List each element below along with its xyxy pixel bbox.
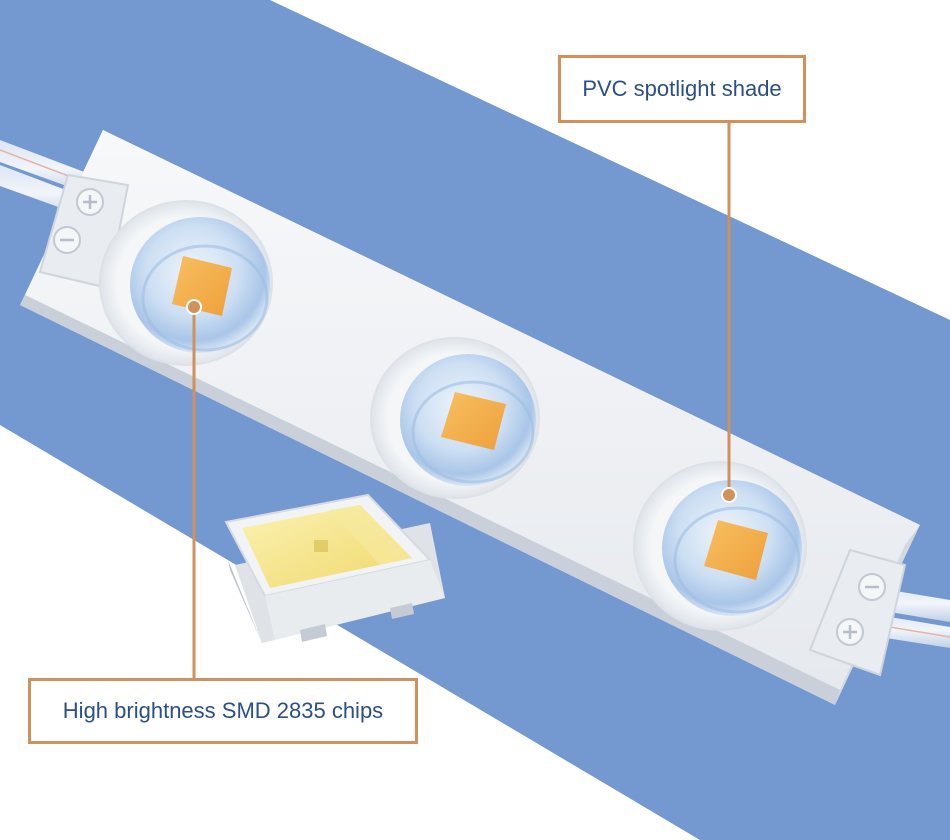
callout-pvc-spotlight-shade: PVC spotlight shade	[558, 55, 806, 123]
callout-smd-chips: High brightness SMD 2835 chips	[28, 678, 418, 744]
callout-label: High brightness SMD 2835 chips	[62, 698, 384, 723]
lens-shade	[99, 200, 273, 366]
lens-shade	[370, 337, 540, 499]
leader-line-shade	[721, 122, 737, 503]
lens-shade	[633, 461, 807, 631]
led-chip	[441, 392, 506, 450]
leader-line-chips	[186, 299, 202, 680]
led-chip	[172, 256, 232, 316]
minus-terminal-icon	[858, 573, 886, 601]
minus-terminal-icon	[53, 226, 81, 254]
plus-terminal-icon	[76, 188, 104, 216]
terminal-right	[808, 548, 907, 677]
callout-label: PVC spotlight shade	[582, 76, 782, 101]
plus-terminal-icon	[836, 618, 864, 646]
led-module	[20, 130, 920, 705]
led-chip	[704, 520, 768, 580]
smd-2835-chip	[224, 493, 445, 650]
